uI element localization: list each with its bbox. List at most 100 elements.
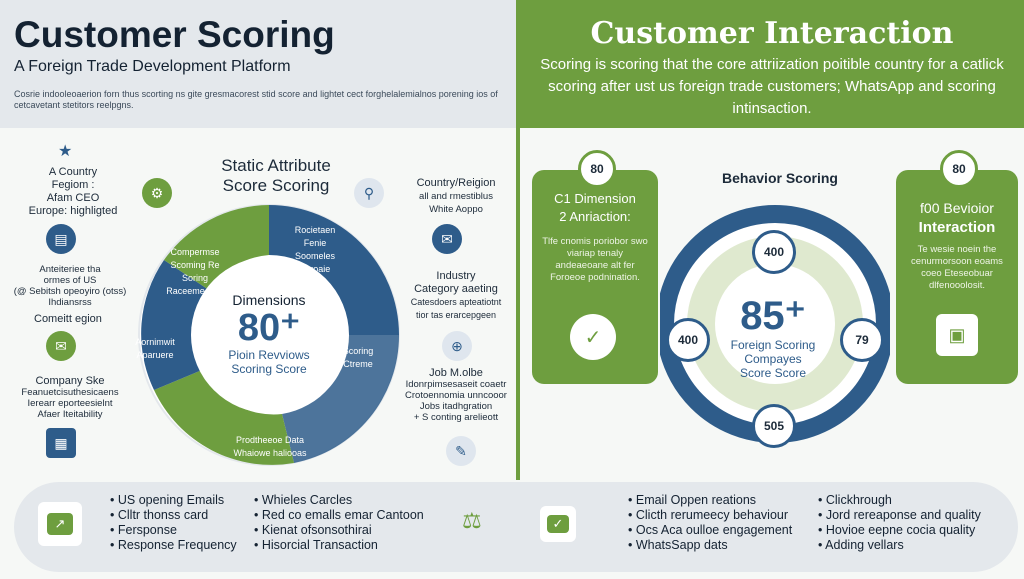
interaction-description: Scoring is scoring that the core attriiz… xyxy=(540,56,1004,117)
magnifier-icon: ⚲ xyxy=(354,178,384,208)
page-title: Customer Scoring xyxy=(14,14,335,55)
content-region-label: Comeitt egion xyxy=(34,313,102,325)
metric-item: Jord rereaponse and quality xyxy=(818,508,981,523)
dimension-body: Tlfe cnomis poriobor swo viariap tenaly … xyxy=(542,236,648,283)
job-line: Crotoennomia unncooor xyxy=(405,390,507,401)
country-right-line: White Aoppo xyxy=(429,204,483,215)
company-line: Afaer Iteitability xyxy=(37,409,103,420)
metric-item: Email Oppen reations xyxy=(628,493,792,508)
static-section-title: Static Attribute Score Scoring xyxy=(206,156,346,196)
phone-icon: ▦ xyxy=(46,428,76,458)
behavior-sub2: Compayes xyxy=(744,352,802,366)
static-title-line1: Static Attribute xyxy=(221,156,331,175)
job-line: Jobs itadhgration xyxy=(419,401,493,412)
company-line: Company Ske xyxy=(35,375,105,387)
static-sub1: Pioin Revviows xyxy=(228,348,310,362)
behavior-scoring-title: Behavior Scoring xyxy=(722,170,838,186)
score-badge-right: 79 xyxy=(840,318,884,362)
country-line: Afam CEO xyxy=(46,192,100,204)
compass-icon: ✓ xyxy=(570,314,616,360)
country-right-line: Country/Reigion xyxy=(416,177,496,189)
arc-text-1: Compermse Scoming Re Soring Raceemeaces xyxy=(166,247,224,296)
industry-line: Catesdoers apteatiotnt xyxy=(410,297,502,307)
detail-line: Anteiteriee tha xyxy=(39,264,101,275)
metric-item: Ocs Aca oulloe engagement xyxy=(628,523,792,538)
static-score-ring xyxy=(138,204,400,466)
behavior-sub1: Foreign Scoring xyxy=(730,338,816,352)
chat-trend-icon: ↗ xyxy=(38,502,82,546)
industry-line: Category aaeting xyxy=(414,283,498,295)
right-box-badge: 80 xyxy=(940,150,978,188)
metrics-list-3: Email Oppen reations Clicth rerumeecy be… xyxy=(628,493,792,553)
metric-item: Red co emalls emar Cantoon xyxy=(254,508,424,523)
job-line: Job M.olbe xyxy=(429,367,483,379)
score-badge-top: 400 xyxy=(752,230,796,274)
country-block-left: A Country Fegiom : Afam CEO Europe: high… xyxy=(18,166,128,218)
star-icon: ★ xyxy=(58,143,73,160)
metric-item: WhatsSapp dats xyxy=(628,538,792,553)
dimension-title-line1: C1 Dimension xyxy=(554,191,636,206)
arc-text-3: Aornimwit Aparuere xyxy=(135,337,175,360)
company-line: Feanuetcisuthesicaens xyxy=(21,387,119,398)
industry-line: Industry xyxy=(436,270,476,282)
job-line: Idonrpimsesaseit coaetr xyxy=(405,379,507,390)
country-line: Europe: highligted xyxy=(28,205,118,217)
behavior-sub3: Score Score xyxy=(739,366,807,380)
ring-segment-right xyxy=(282,335,400,463)
left-dimension-box: C1 Dimension 2 Anriaction: Tlfe cnomis p… xyxy=(532,170,658,384)
static-sub2: Scoring Score xyxy=(231,362,307,376)
company-line: Ierearr eporteesielnt xyxy=(27,398,113,409)
page-subtitle: A Foreign Trade Development Platform xyxy=(14,58,291,75)
score-badge-left: 400 xyxy=(666,318,710,362)
metrics-list-1: US opening Emails Clltr thonss card Fers… xyxy=(110,493,237,553)
detail-line: (@ Sebitsh opeoyiro (otss) xyxy=(13,286,127,297)
behavior-score-ring xyxy=(660,205,890,443)
static-title-line2: Score Scoring xyxy=(222,176,330,195)
ring-segment-left xyxy=(141,260,209,390)
metric-item: Adding vellars xyxy=(818,538,981,553)
dimensions-label: Dimensions xyxy=(232,292,306,308)
metric-item: Clickhrough xyxy=(818,493,981,508)
mail-icon: ✉ xyxy=(46,331,76,361)
message-icon: ✉ xyxy=(432,224,462,254)
document-icon: ▣ xyxy=(936,314,978,356)
industry-block: Industry Category aaeting Catesdoers apt… xyxy=(396,270,516,322)
company-block-left: Company Ske Feanuetcisuthesicaens Ierear… xyxy=(10,375,130,421)
left-header-panel xyxy=(0,0,516,128)
ring-segment-top-left xyxy=(164,205,269,290)
metric-item: Kienat ofsonsothirai xyxy=(254,523,424,538)
behavior-box-body: Te wesie noein the cenurmorsoon eoams co… xyxy=(911,244,1003,291)
detail-line: ormes of US xyxy=(43,275,97,286)
metric-item: Clicth rerumeecy behaviour xyxy=(628,508,792,523)
chat-check-icon: ✓ xyxy=(540,506,576,542)
behavior-center-block: 85⁺ Foreign Scoring Compayes Score Score xyxy=(716,294,830,380)
country-block-right: Country/Reigion all and rmestiblus White… xyxy=(398,177,514,216)
right-behavior-box: f00 Bevioior Interaction Te wesie noein … xyxy=(896,170,1018,384)
detail-line: Ihdiansrss xyxy=(48,297,92,308)
left-box-badge: 80 xyxy=(578,150,616,188)
chart-icon: ▤ xyxy=(46,224,76,254)
metric-item: Hisorcial Transaction xyxy=(254,538,424,553)
metric-item: US opening Emails xyxy=(110,493,237,508)
interaction-title: Customer Interaction xyxy=(590,16,954,51)
edit-icon: ✎ xyxy=(446,436,476,466)
people-network-icon: ⚖ xyxy=(462,508,482,533)
metric-item: Fersponse xyxy=(110,523,237,538)
job-line: + S conting arelieott xyxy=(413,412,499,423)
job-block: Job M.olbe Idonrpimsesaseit coaetr Croto… xyxy=(396,367,516,424)
right-header-panel xyxy=(520,0,1024,128)
metrics-list-4: Clickhrough Jord rereaponse and quality … xyxy=(818,493,981,553)
score-badge-bottom: 505 xyxy=(752,404,796,448)
behavior-title-line1: f00 Bevioior xyxy=(920,200,994,216)
behavior-title-line2: Interaction xyxy=(918,219,996,236)
arc-text-2: Rocietaen Fenie Soomeles Foroaie xyxy=(294,225,336,274)
metric-item: Whieles Carcles xyxy=(254,493,424,508)
left-description: Cosrie indooleoaerion forn thus scorting… xyxy=(14,89,498,110)
ring-segment-bottom xyxy=(154,370,294,465)
behavior-box-title: f00 Bevioior Interaction xyxy=(896,198,1018,238)
arc-text-4: Scoring Ctreme xyxy=(342,346,374,369)
metric-item: Response Frequency xyxy=(110,538,237,553)
industry-line: tior tas erarcepgeen xyxy=(415,310,497,320)
network-icon: ⚙ xyxy=(142,178,172,208)
country-right-line: all and rmestiblus xyxy=(419,191,493,202)
